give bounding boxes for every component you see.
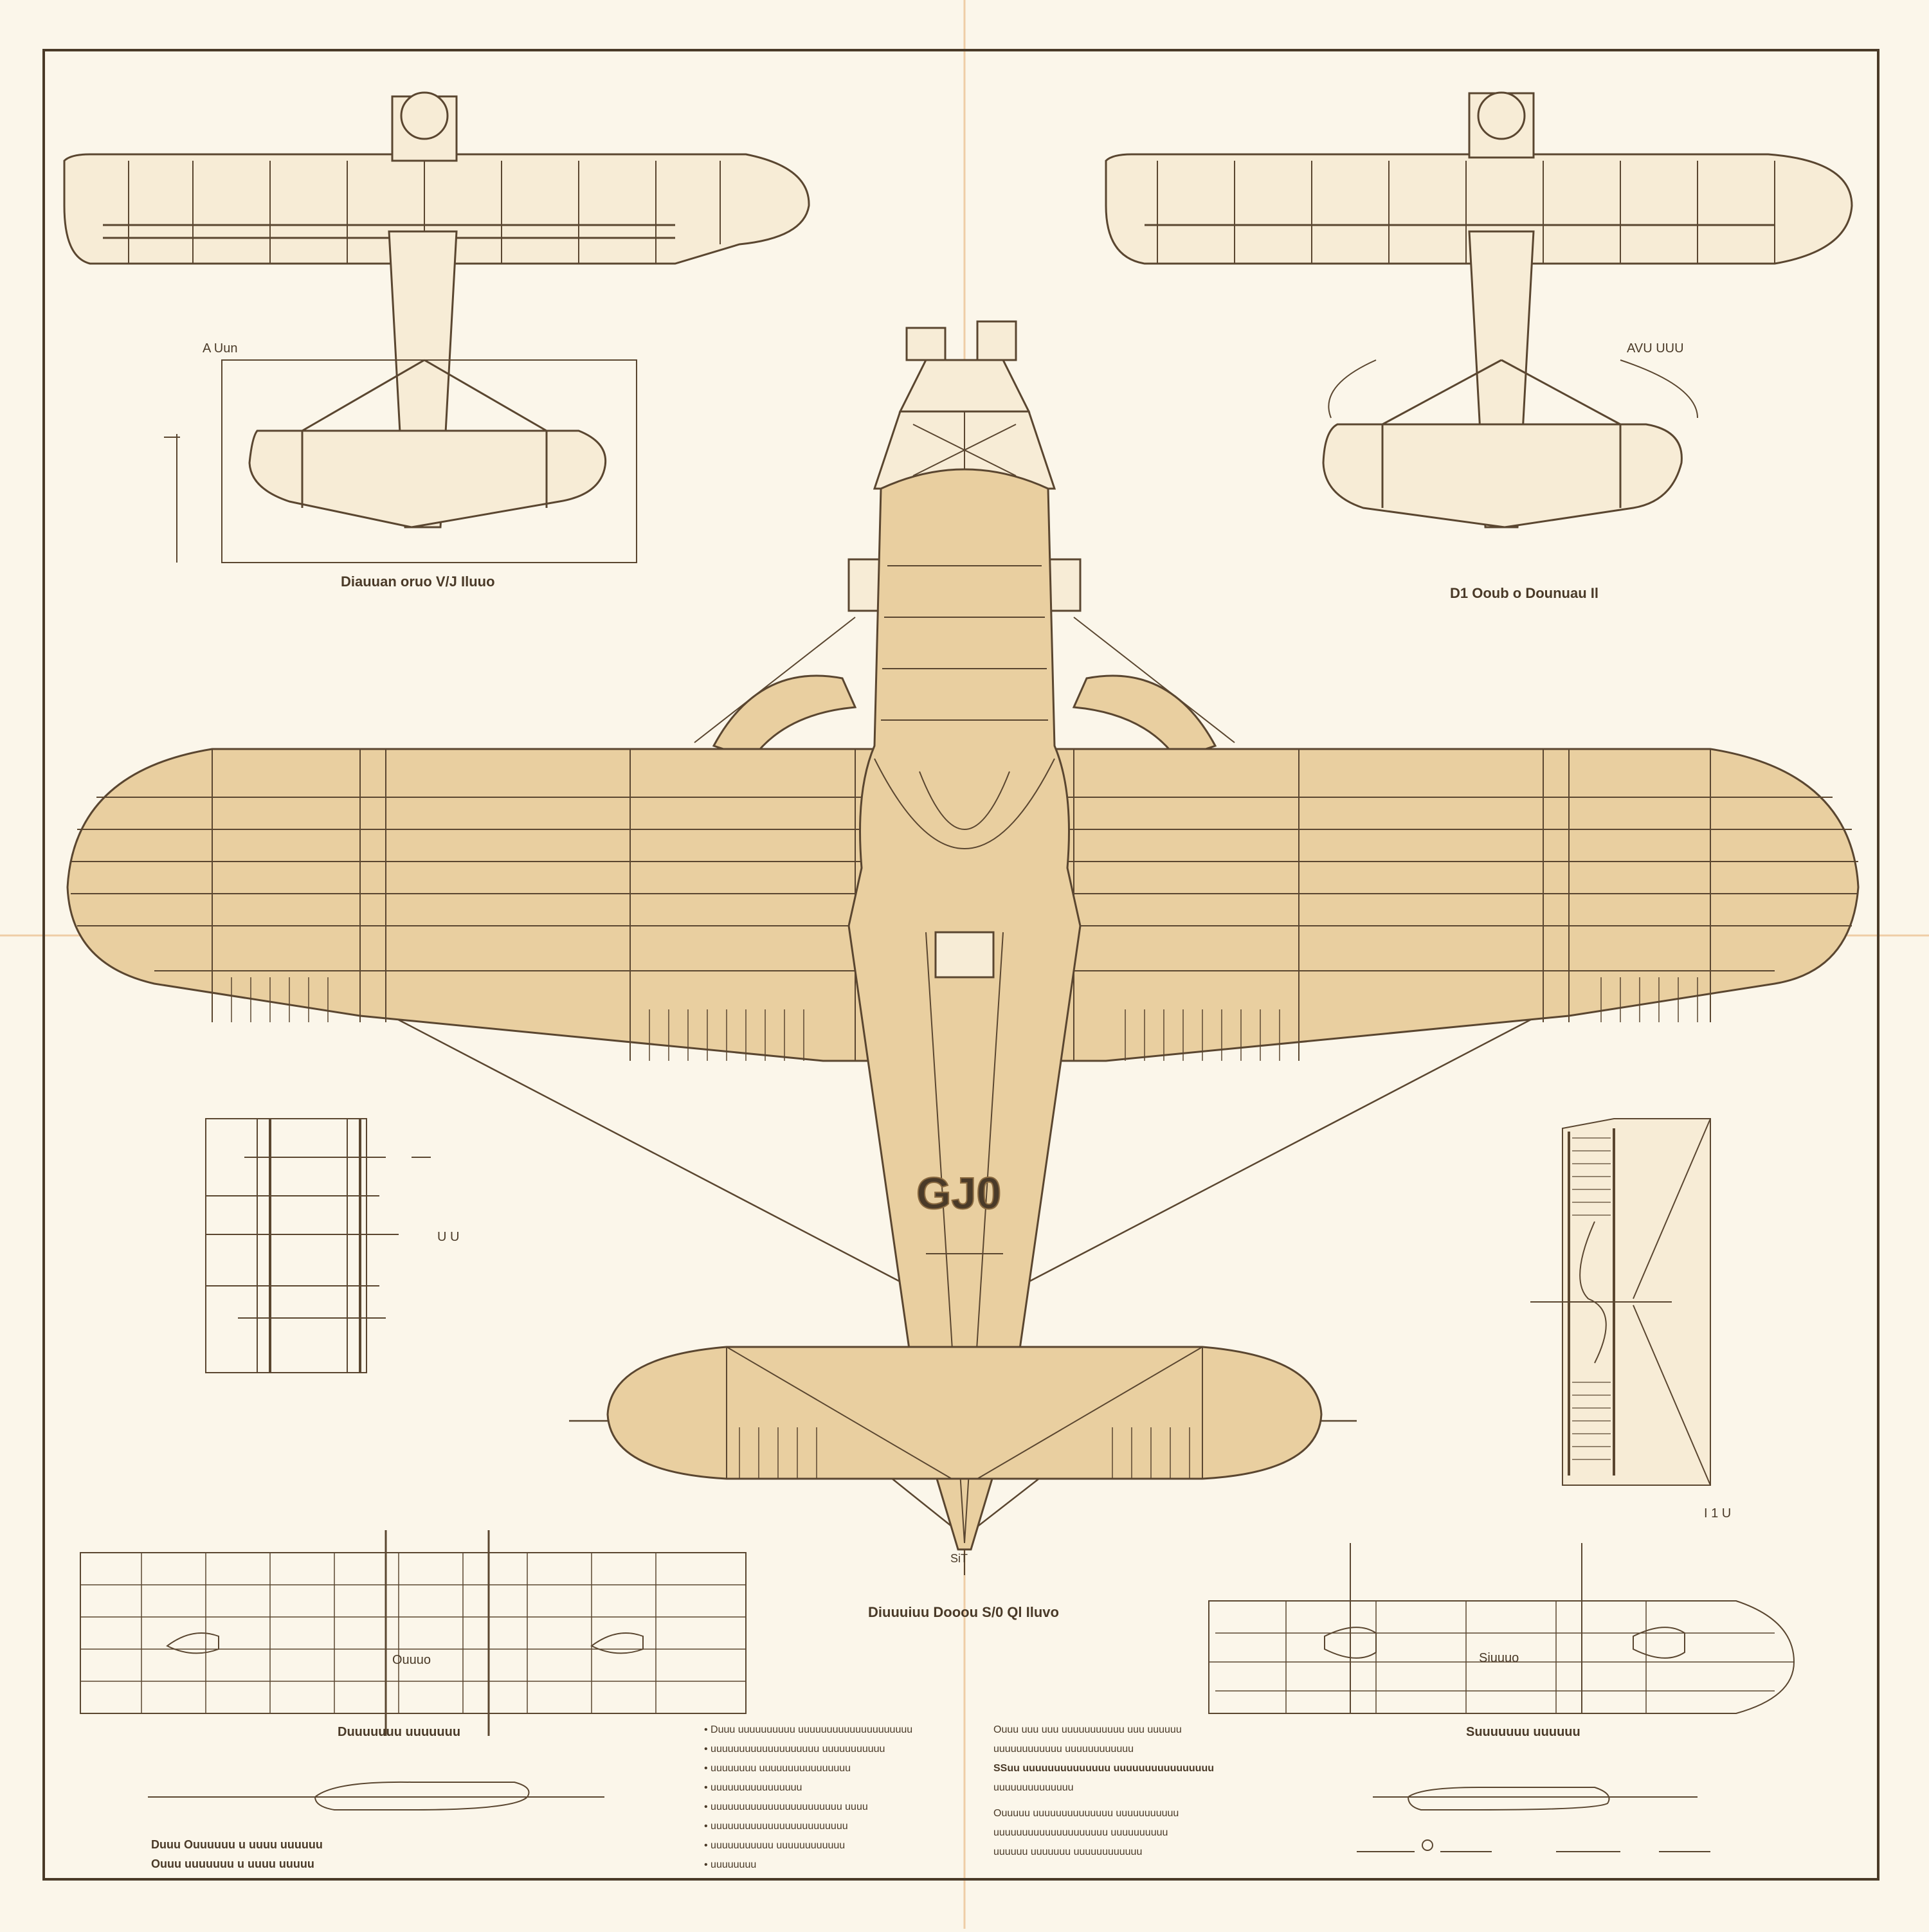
note-line: uuuuuuuuuuuu uuuuuuuuuuuu bbox=[993, 1744, 1134, 1755]
left-structure-detail bbox=[205, 1118, 431, 1373]
left-dimension-label: A Uun bbox=[203, 341, 237, 356]
note-line: Ouuuuu uuuuuuuuuuuuuu uuuuuuuuuuu bbox=[993, 1808, 1179, 1819]
top-right-plan-view bbox=[1105, 91, 1853, 528]
bottom-right-title: Suuuuuuu uuuuuu bbox=[1466, 1725, 1580, 1739]
note-line: Ouuu uuuuuuu u uuuu uuuuu bbox=[151, 1857, 314, 1870]
note-line: • uuuuuuuu bbox=[704, 1859, 756, 1870]
note-line: • uuuuuuuuuuuuuuuu bbox=[704, 1782, 802, 1793]
note-line: • uuuuuuuuuuuuuuuuuuuuuuuu bbox=[704, 1821, 848, 1832]
notes-left-block: Duuu Ouuuuuu u uuuu uuuuuu Ouuu uuuuuuu … bbox=[151, 1838, 323, 1870]
fuselage-marking: GJ0 bbox=[916, 1168, 1001, 1218]
left-detail-scale: U U bbox=[437, 1230, 459, 1244]
note-line: uuuuuu uuuuuuu uuuuuuuuuuuu bbox=[993, 1846, 1142, 1857]
notes-center-left-block: • Duuu uuuuuuuuuu uuuuuuuuuuuuuuuuuuuu •… bbox=[704, 1724, 912, 1870]
main-view-caption: Diuuuiuu Dooou S/0 Ql Iluvo bbox=[868, 1604, 1059, 1620]
note-line: Ouuu uuu uuu uuuuuuuuuuu uuu uuuuuu bbox=[993, 1724, 1182, 1735]
top-left-plan-view bbox=[63, 91, 810, 563]
bottom-left-title: Duuuuuuu uuuuuuu bbox=[338, 1725, 460, 1739]
note-line: Duuu Ouuuuuu u uuuu uuuuuu bbox=[151, 1838, 323, 1851]
notes-center-right-block: Ouuu uuu uuu uuuuuuuuuuu uuu uuuuuu uuuu… bbox=[993, 1724, 1214, 1857]
note-line: • uuuuuuuuuuu uuuuuuuuuuuu bbox=[704, 1840, 845, 1851]
bottom-right-section bbox=[1208, 1543, 1795, 1810]
top-left-view-caption: Diauuan oruo V/J Iluuo bbox=[341, 573, 495, 590]
right-detail-scale: I 1 U bbox=[1704, 1506, 1731, 1521]
note-line: • uuuuuuuuuuuuuuuuuuuuuuu uuuu bbox=[704, 1801, 868, 1812]
right-side-elevation bbox=[1530, 1118, 1711, 1486]
note-line: uuuuuuuuuuuuuuuuuuuu uuuuuuuuuu bbox=[993, 1827, 1168, 1838]
bottom-left-section-label: Ouuuo bbox=[392, 1653, 431, 1667]
top-right-view-caption: D1 Ooub o Dounuau Il bbox=[1450, 585, 1598, 601]
drawing-border bbox=[42, 49, 1879, 1881]
dimension-markers bbox=[1357, 1839, 1710, 1852]
note-line: • uuuuuuuuuuuuuuuuuuu uuuuuuuuuuu bbox=[704, 1744, 885, 1755]
bottom-left-section bbox=[80, 1530, 747, 1810]
note-line: SSuu uuuuuuuuuuuuuu uuuuuuuuuuuuuuuu bbox=[993, 1763, 1214, 1774]
main-aircraft-plan-view bbox=[66, 320, 1860, 1575]
note-line: • uuuuuuuu uuuuuuuuuuuuuuuu bbox=[704, 1763, 851, 1774]
note-line: • Duuu uuuuuuuuuu uuuuuuuuuuuuuuuuuuuu bbox=[704, 1724, 912, 1735]
tail-tag: SiT bbox=[950, 1552, 968, 1565]
right-dimension-label: AVU UUU bbox=[1627, 341, 1684, 356]
note-line: uuuuuuuuuuuuuu bbox=[993, 1782, 1074, 1793]
bottom-right-section-label: Siuuuo bbox=[1479, 1651, 1519, 1665]
